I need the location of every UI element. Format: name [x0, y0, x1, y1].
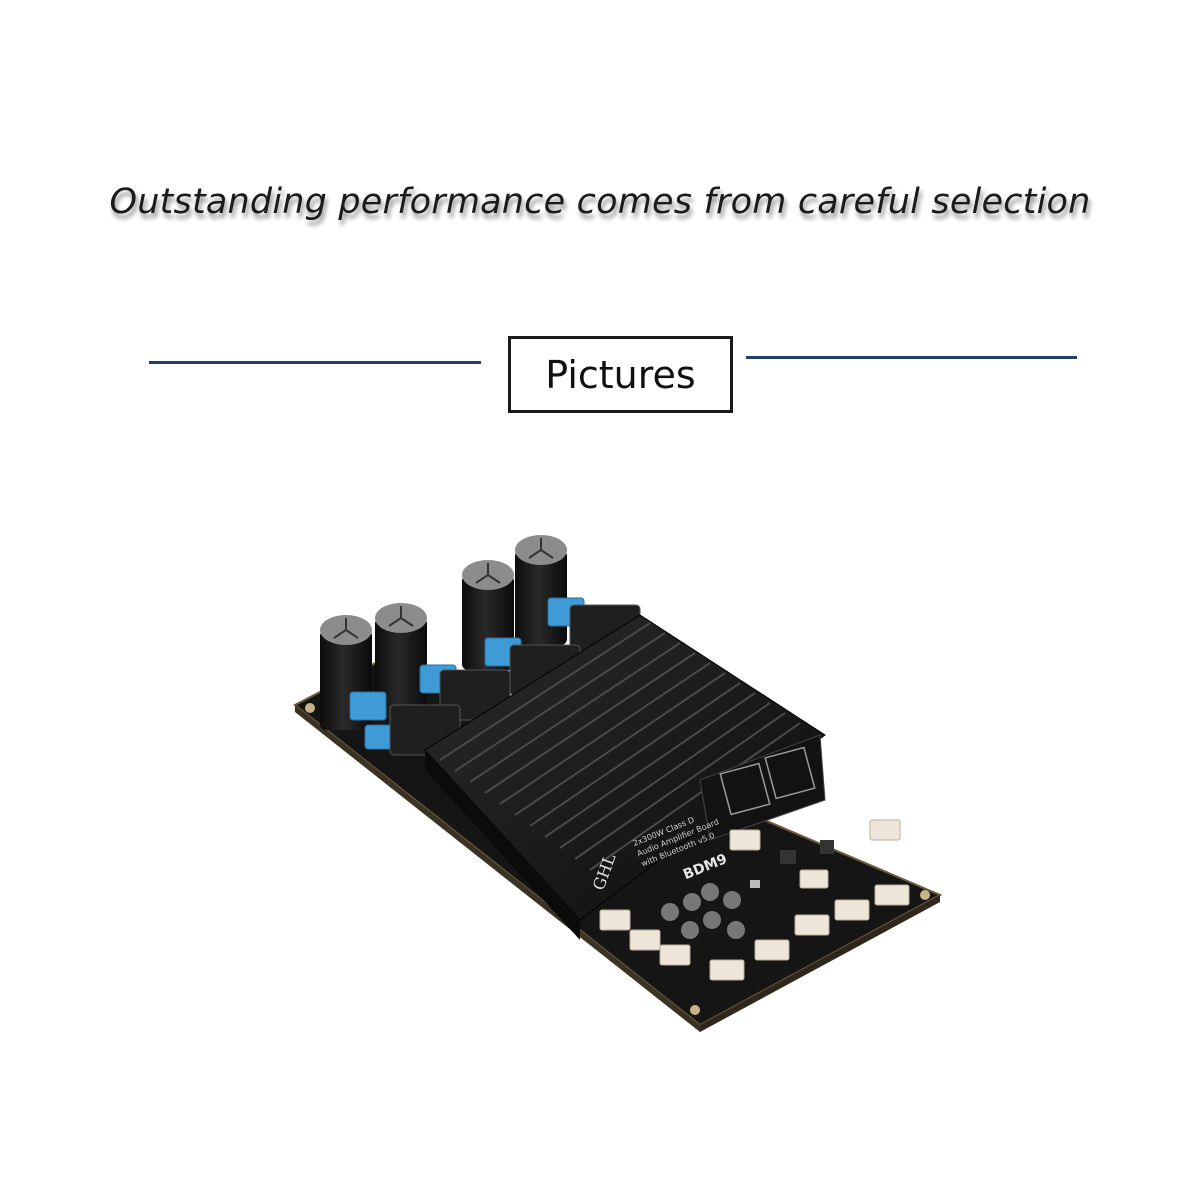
heatsink — [424, 614, 826, 940]
divider-right — [746, 356, 1077, 359]
smd-components — [661, 840, 834, 939]
headline: Outstanding performance comes from caref… — [109, 182, 1091, 222]
section-title: Pictures — [545, 352, 696, 397]
connectors — [599, 819, 910, 981]
divider-left — [149, 361, 481, 364]
section-title-box: Pictures — [508, 336, 733, 413]
amplifier-board-image: BDM9 2x300W Class D Audio Amplifier Boar… — [293, 535, 943, 1032]
